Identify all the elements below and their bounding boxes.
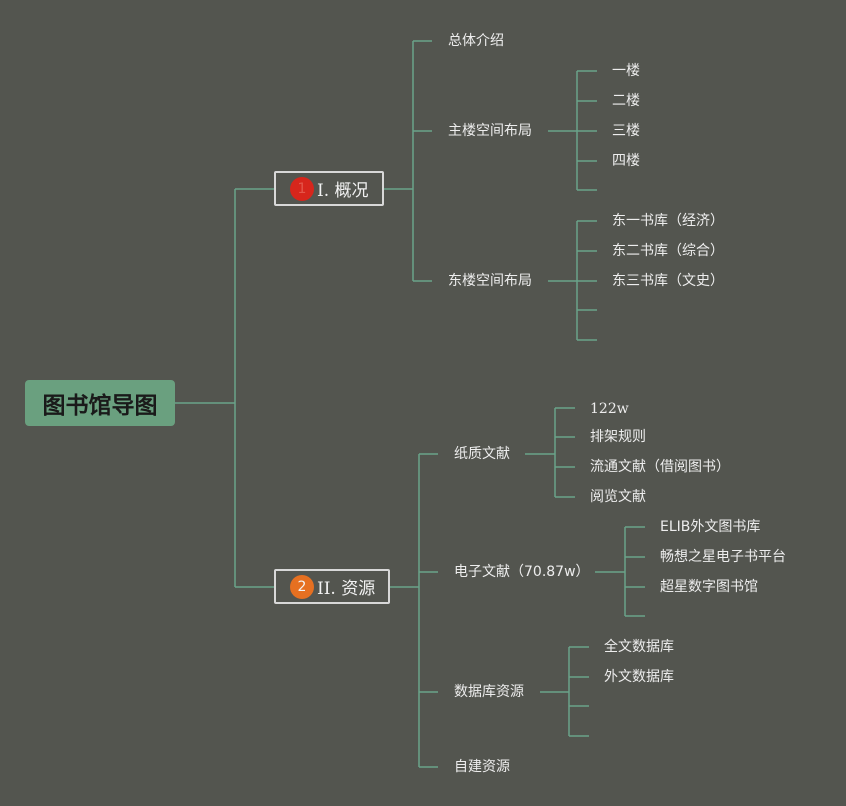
topic-database-resources[interactable]: 数据库资源: [454, 684, 524, 700]
topic-self-built-resources[interactable]: 自建资源: [454, 759, 510, 775]
root-node[interactable]: 图书馆导图: [25, 380, 175, 426]
leaf-east-stack-3[interactable]: 东三书库（文史）: [612, 273, 724, 289]
leaf-circulation[interactable]: 流通文献（借阅图书）: [590, 459, 730, 475]
section-resources-label: II. 资源: [317, 579, 376, 599]
leaf-print-count[interactable]: 122w: [590, 401, 629, 417]
section-overview-node[interactable]: 1 I. 概况: [274, 171, 384, 206]
leaf-elib[interactable]: ELIB外文图书库: [660, 519, 761, 535]
topic-main-building-layout[interactable]: 主楼空间布局: [448, 123, 532, 139]
leaf-floor-1[interactable]: 一楼: [612, 63, 640, 79]
topic-general-intro[interactable]: 总体介绍: [448, 33, 504, 49]
leaf-foreign-db[interactable]: 外文数据库: [604, 669, 674, 685]
topic-electronic-literature[interactable]: 电子文献（70.87w）: [454, 564, 590, 580]
leaf-east-stack-2[interactable]: 东二书库（综合）: [612, 243, 724, 259]
topic-east-building-layout[interactable]: 东楼空间布局: [448, 273, 532, 289]
leaf-changxiang[interactable]: 畅想之星电子书平台: [660, 549, 786, 565]
leaf-east-stack-1[interactable]: 东一书库（经济）: [612, 213, 724, 229]
leaf-chaoxing[interactable]: 超星数字图书馆: [660, 579, 758, 595]
leaf-reading-room[interactable]: 阅览文献: [590, 489, 646, 505]
topic-print-literature[interactable]: 纸质文献: [454, 446, 510, 462]
section-overview-label: I. 概况: [317, 181, 369, 201]
number-badge-1: 1: [290, 176, 314, 201]
section-resources-node[interactable]: 2 II. 资源: [274, 569, 390, 604]
leaf-floor-4[interactable]: 四楼: [612, 153, 640, 169]
leaf-fulltext-db[interactable]: 全文数据库: [604, 639, 674, 655]
leaf-floor-3[interactable]: 三楼: [612, 123, 640, 139]
leaf-floor-2[interactable]: 二楼: [612, 93, 640, 109]
number-badge-2: 2: [290, 574, 314, 599]
leaf-shelving-rules[interactable]: 排架规则: [590, 429, 646, 445]
